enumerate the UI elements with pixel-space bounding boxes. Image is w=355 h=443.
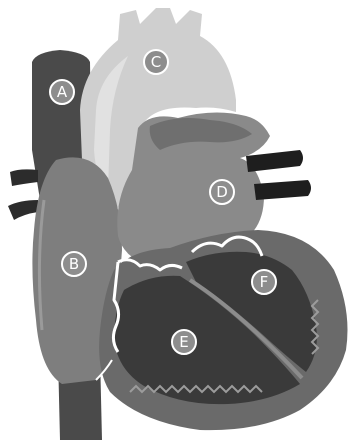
label-f-text: F: [260, 273, 269, 291]
label-e: E: [172, 330, 196, 354]
label-d: D: [210, 180, 234, 204]
label-c-text: C: [151, 53, 161, 71]
pulmonary-vein-upper: [246, 150, 303, 172]
label-f: F: [252, 270, 276, 294]
pulmonary-vein-lower: [254, 180, 311, 200]
label-a-text: A: [57, 83, 68, 101]
label-b-text: B: [69, 255, 79, 273]
vessel-branch-upper: [10, 169, 38, 186]
label-e-text: E: [179, 333, 188, 351]
label-c: C: [144, 50, 168, 74]
label-b: B: [62, 252, 86, 276]
label-a: A: [50, 80, 74, 104]
vessel-branch-lower: [8, 200, 38, 220]
label-d-text: D: [216, 183, 228, 201]
